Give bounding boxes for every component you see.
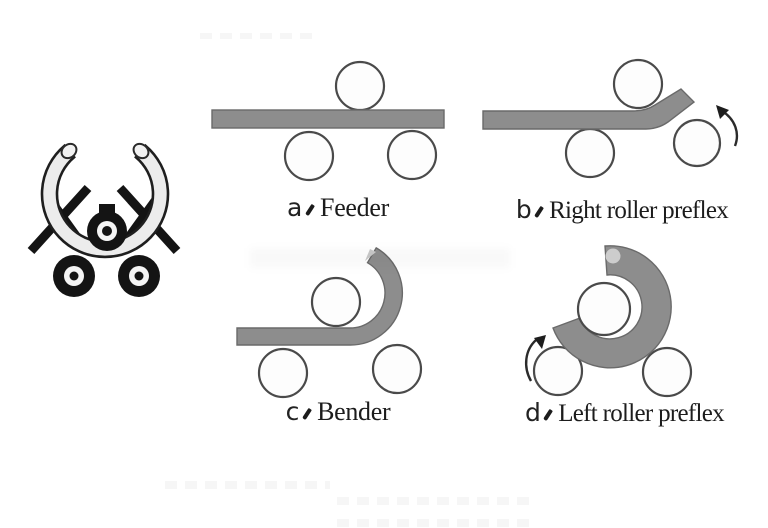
- bottom-left-roller-hub: [69, 271, 79, 281]
- rotation-arrowhead: [534, 335, 546, 349]
- watermark-artifact: [200, 33, 320, 39]
- rotation-arrow: [524, 339, 537, 382]
- caption-prefix: d: [525, 398, 541, 427]
- ideographic-comma-icon: [543, 408, 554, 422]
- diagram-left-roller-preflex: [524, 245, 693, 398]
- diagram-bender: [236, 246, 423, 399]
- bottom-right-roller-circle: [371, 343, 423, 395]
- caption-left-roller-preflex: d Left roller preflex: [492, 398, 757, 428]
- caption-prefix: b: [515, 195, 532, 224]
- bottom-right-roller-circle: [386, 129, 438, 181]
- rotation-arrowhead: [716, 105, 729, 119]
- ring-tip-highlight: [605, 248, 621, 264]
- machine-bottom-left-roller: [53, 255, 95, 297]
- watermark-artifact: [337, 519, 537, 527]
- caption-feeder: a Feeder: [240, 193, 436, 223]
- caption-prefix: c: [285, 397, 300, 426]
- top-roller-circle: [334, 60, 386, 112]
- bottom-right-roller-hub: [134, 271, 144, 281]
- top-roller-circle: [612, 58, 664, 110]
- bottom-left-roller-circle: [564, 127, 616, 179]
- caption-text: Right roller preflex: [549, 197, 729, 224]
- machine-bottom-right-roller: [118, 255, 160, 297]
- flat-plate: [211, 109, 445, 129]
- bottom-left-roller-circle: [283, 130, 335, 182]
- plate-curved-up: [236, 246, 404, 346]
- bottom-left-roller-circle: [257, 347, 309, 399]
- caption-text: Bender: [317, 397, 391, 426]
- plate-tip-highlight: [365, 249, 376, 261]
- watermark-artifact: [337, 497, 537, 505]
- ideographic-comma-icon: [534, 205, 545, 219]
- caption-text: Left roller preflex: [558, 400, 724, 427]
- machine-center-roller: [87, 211, 127, 251]
- plate-bent-right-end: [482, 88, 696, 130]
- center-roller-hub: [102, 226, 112, 236]
- caption-right-roller-preflex: b Right roller preflex: [492, 195, 752, 225]
- workpiece-end-cap-right: [132, 142, 150, 160]
- top-roller-circle: [576, 281, 632, 337]
- ideographic-comma-icon: [302, 407, 313, 421]
- diagram-right-roller-preflex: [482, 58, 739, 179]
- rotation-arrow: [721, 109, 739, 147]
- caption-bender: c Bender: [240, 397, 436, 427]
- caption-prefix: a: [287, 193, 303, 222]
- plate-rolled-ring: [552, 245, 672, 369]
- ideographic-comma-icon: [305, 203, 315, 217]
- right-roller-circle: [672, 118, 722, 168]
- workpiece-end-cap-left: [60, 142, 78, 160]
- diagram-feeder: [211, 60, 445, 182]
- bent-ring-workpiece: [40, 143, 170, 259]
- watermark-artifact: [165, 481, 330, 489]
- watermark-artifact: [250, 248, 510, 268]
- caption-text: Feeder: [320, 193, 389, 222]
- machine-illustration: [27, 142, 181, 297]
- top-roller-circle: [310, 276, 362, 328]
- bottom-left-roller-circle: [532, 345, 584, 397]
- bottom-right-roller-circle: [641, 346, 693, 398]
